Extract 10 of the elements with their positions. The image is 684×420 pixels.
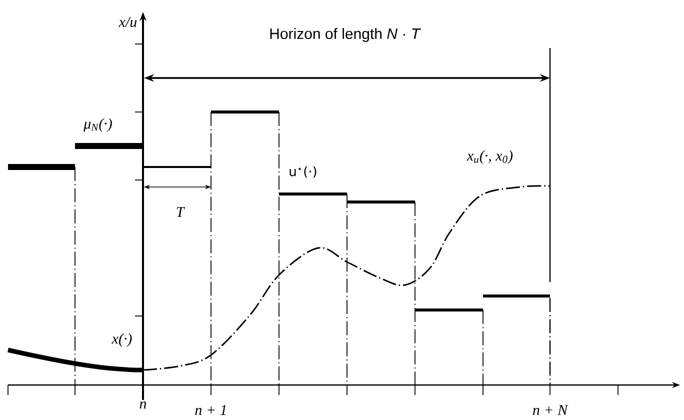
- tick-label: n: [140, 401, 146, 409]
- curve-label: x$_{u}$(·, x$_{0}$): [466, 150, 513, 164]
- axis-label: x/u: [118, 16, 137, 28]
- dimension-label: T: [176, 207, 186, 217]
- curve-label: μ$_{N}$(·): [84, 118, 112, 132]
- curve-label: u$^{⋆}$(·): [290, 166, 316, 178]
- curve-label: x(·): [112, 333, 132, 347]
- tick-label: n + 1: [195, 405, 226, 415]
- title-text: Horizon of length N · T: [270, 28, 421, 42]
- tick-label: n + N: [532, 405, 568, 415]
